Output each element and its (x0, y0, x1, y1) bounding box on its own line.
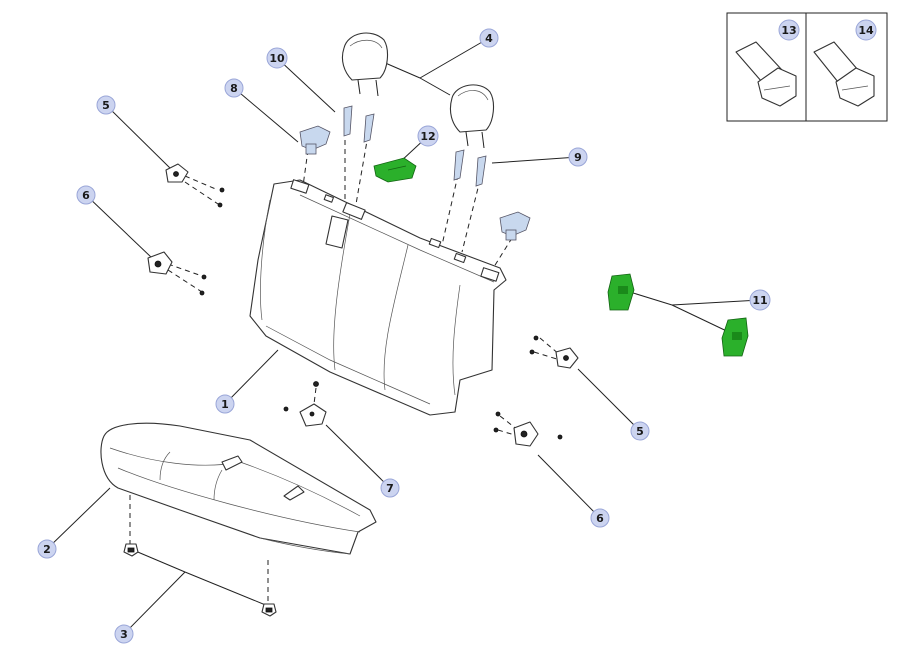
callout-4: 4 (479, 28, 499, 48)
headrest-right (449, 84, 495, 149)
svg-text:2: 2 (43, 543, 51, 556)
svg-text:1: 1 (221, 398, 229, 411)
svg-text:9: 9 (574, 151, 582, 164)
headrest-guide-right (499, 211, 531, 241)
svg-text:13: 13 (781, 24, 796, 37)
callout-8: 8 (224, 78, 244, 98)
svg-text:6: 6 (596, 512, 604, 525)
callout-2: 2 (37, 539, 57, 559)
latch-cover-12 (373, 157, 417, 183)
cushion-fastener-right (261, 603, 277, 617)
guide-pins-left (343, 105, 375, 143)
callout-13: 13 (778, 19, 800, 41)
strap-guide-11-lower (721, 317, 749, 357)
svg-text:8: 8 (230, 82, 238, 95)
nut-14 (813, 41, 875, 107)
callout-5a: 5 (96, 95, 116, 115)
nut-13 (735, 41, 797, 107)
callout-10: 10 (266, 47, 288, 69)
svg-text:7: 7 (386, 482, 394, 495)
callout-9: 9 (568, 147, 588, 167)
svg-text:5: 5 (102, 99, 110, 112)
callout-badges: 1 2 3 4 5 5 6 6 (37, 19, 877, 644)
svg-text:12: 12 (420, 130, 435, 143)
headrest-left (341, 32, 389, 97)
hinge-6-left (147, 251, 207, 296)
callout-11: 11 (749, 289, 771, 311)
callout-3: 3 (114, 624, 134, 644)
callout-6a: 6 (76, 185, 96, 205)
callout-14: 14 (855, 19, 877, 41)
seat-back (249, 179, 507, 416)
cushion-fastener-left (123, 543, 139, 557)
hinge-5-left (165, 163, 225, 208)
svg-text:11: 11 (752, 294, 767, 307)
hinge-6-right (493, 411, 563, 447)
svg-text:6: 6 (82, 189, 90, 202)
headrest-guide-left (299, 125, 331, 155)
guide-pins-right (453, 149, 487, 187)
svg-text:10: 10 (269, 52, 285, 65)
callout-7: 7 (380, 478, 400, 498)
svg-text:3: 3 (120, 628, 128, 641)
svg-text:5: 5 (636, 425, 644, 438)
hinge-5-right (529, 335, 579, 369)
svg-text:14: 14 (858, 24, 874, 37)
callout-5b: 5 (630, 421, 650, 441)
callout-1: 1 (215, 394, 235, 414)
seat-cushion (100, 422, 377, 555)
center-bracket (283, 381, 327, 427)
callout-12: 12 (417, 125, 439, 147)
callout-6b: 6 (590, 508, 610, 528)
strap-guide-11-upper (607, 273, 635, 311)
svg-text:4: 4 (485, 32, 493, 45)
